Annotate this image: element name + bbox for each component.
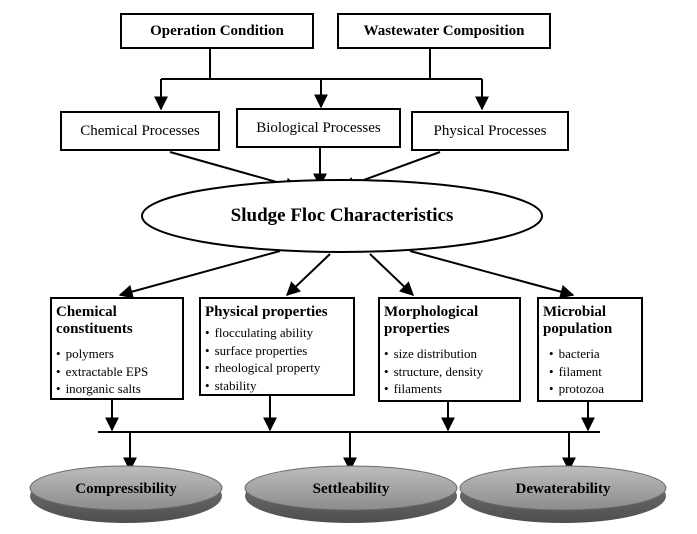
dewaterability-label: Dewaterability	[460, 478, 666, 500]
morphological-title-line2: properties	[384, 321, 450, 337]
physical-processes-label: Physical Processes	[433, 122, 547, 139]
list-item: surface properties	[205, 342, 320, 360]
physical-processes-box: Physical Processes	[411, 111, 569, 151]
chemical-constituents-box: Chemical constituents polymers extractab…	[50, 297, 184, 400]
list-item: inorganic salts	[56, 380, 148, 398]
compressibility-label: Compressibility	[30, 478, 222, 500]
microbial-title-line2: population	[543, 321, 613, 337]
physical-title-line1: Physical properties	[205, 304, 328, 320]
list-item: protozoa	[549, 380, 604, 398]
chemical-processes-label: Chemical Processes	[80, 122, 200, 139]
sludge-floc-text: Sludge Floc Characteristics	[230, 205, 454, 226]
list-item: polymers	[56, 345, 148, 363]
list-item: structure, density	[384, 363, 484, 381]
plate-dewaterability	[459, 465, 667, 523]
microbial-population-title: Microbial population	[543, 304, 612, 338]
morphological-properties-title: Morphological properties	[384, 304, 478, 338]
chemical-processes-box: Chemical Processes	[60, 111, 220, 151]
plate-settleability	[244, 465, 458, 523]
plate-compressibility	[29, 465, 223, 523]
list-item: extractable EPS	[56, 363, 149, 381]
microbial-population-box: Microbial population bacteria filament p…	[537, 297, 643, 402]
morphological-title-line1: Morphological	[384, 304, 479, 320]
settleability-text: Settleability	[312, 480, 390, 497]
arrow-floc-to-morphological	[369, 253, 415, 296]
arrow-floc-to-chemical	[118, 250, 281, 299]
microbial-title-line1: Microbial	[543, 304, 607, 320]
list-item: filament	[549, 363, 604, 381]
morphological-properties-list: size distribution structure, density fil…	[384, 345, 484, 398]
arrow-floc-to-physical	[285, 253, 331, 296]
operation-condition-label: Operation Condition	[150, 22, 284, 39]
operation-condition-box: Operation Condition	[120, 13, 314, 49]
chemical-title-line1: Chemical	[56, 304, 117, 320]
settleability-label: Settleability	[245, 478, 457, 500]
physical-properties-box: Physical properties flocculating ability…	[199, 297, 355, 396]
list-item: size distribution	[384, 345, 483, 363]
chemical-title-line2: constituents	[56, 321, 133, 337]
physical-properties-title: Physical properties	[205, 304, 328, 321]
physical-properties-list: flocculating ability surface properties …	[205, 324, 321, 395]
list-item: filaments	[384, 380, 483, 398]
arrow-floc-to-microbial	[409, 250, 575, 299]
chemical-constituents-title: Chemical constituents	[56, 304, 133, 338]
list-item: flocculating ability	[205, 324, 320, 342]
sludge-floc-ellipse	[141, 179, 543, 253]
microbial-population-list: bacteria filament protozoa	[549, 345, 604, 398]
wastewater-composition-box: Wastewater Composition	[337, 13, 551, 49]
list-item: stability	[205, 377, 320, 395]
wastewater-composition-label: Wastewater Composition	[363, 22, 525, 39]
list-item: rheological property	[205, 359, 321, 377]
compressibility-text: Compressibility	[75, 480, 177, 497]
list-item: bacteria	[549, 345, 604, 363]
chemical-constituents-list: polymers extractable EPS inorganic salts	[56, 345, 149, 398]
dewaterability-text: Dewaterability	[515, 480, 611, 497]
biological-processes-label: Biological Processes	[256, 119, 381, 136]
sludge-floc-label: Sludge Floc Characteristics	[142, 198, 542, 234]
morphological-properties-box: Morphological properties size distributi…	[378, 297, 521, 402]
biological-processes-box: Biological Processes	[236, 108, 401, 148]
